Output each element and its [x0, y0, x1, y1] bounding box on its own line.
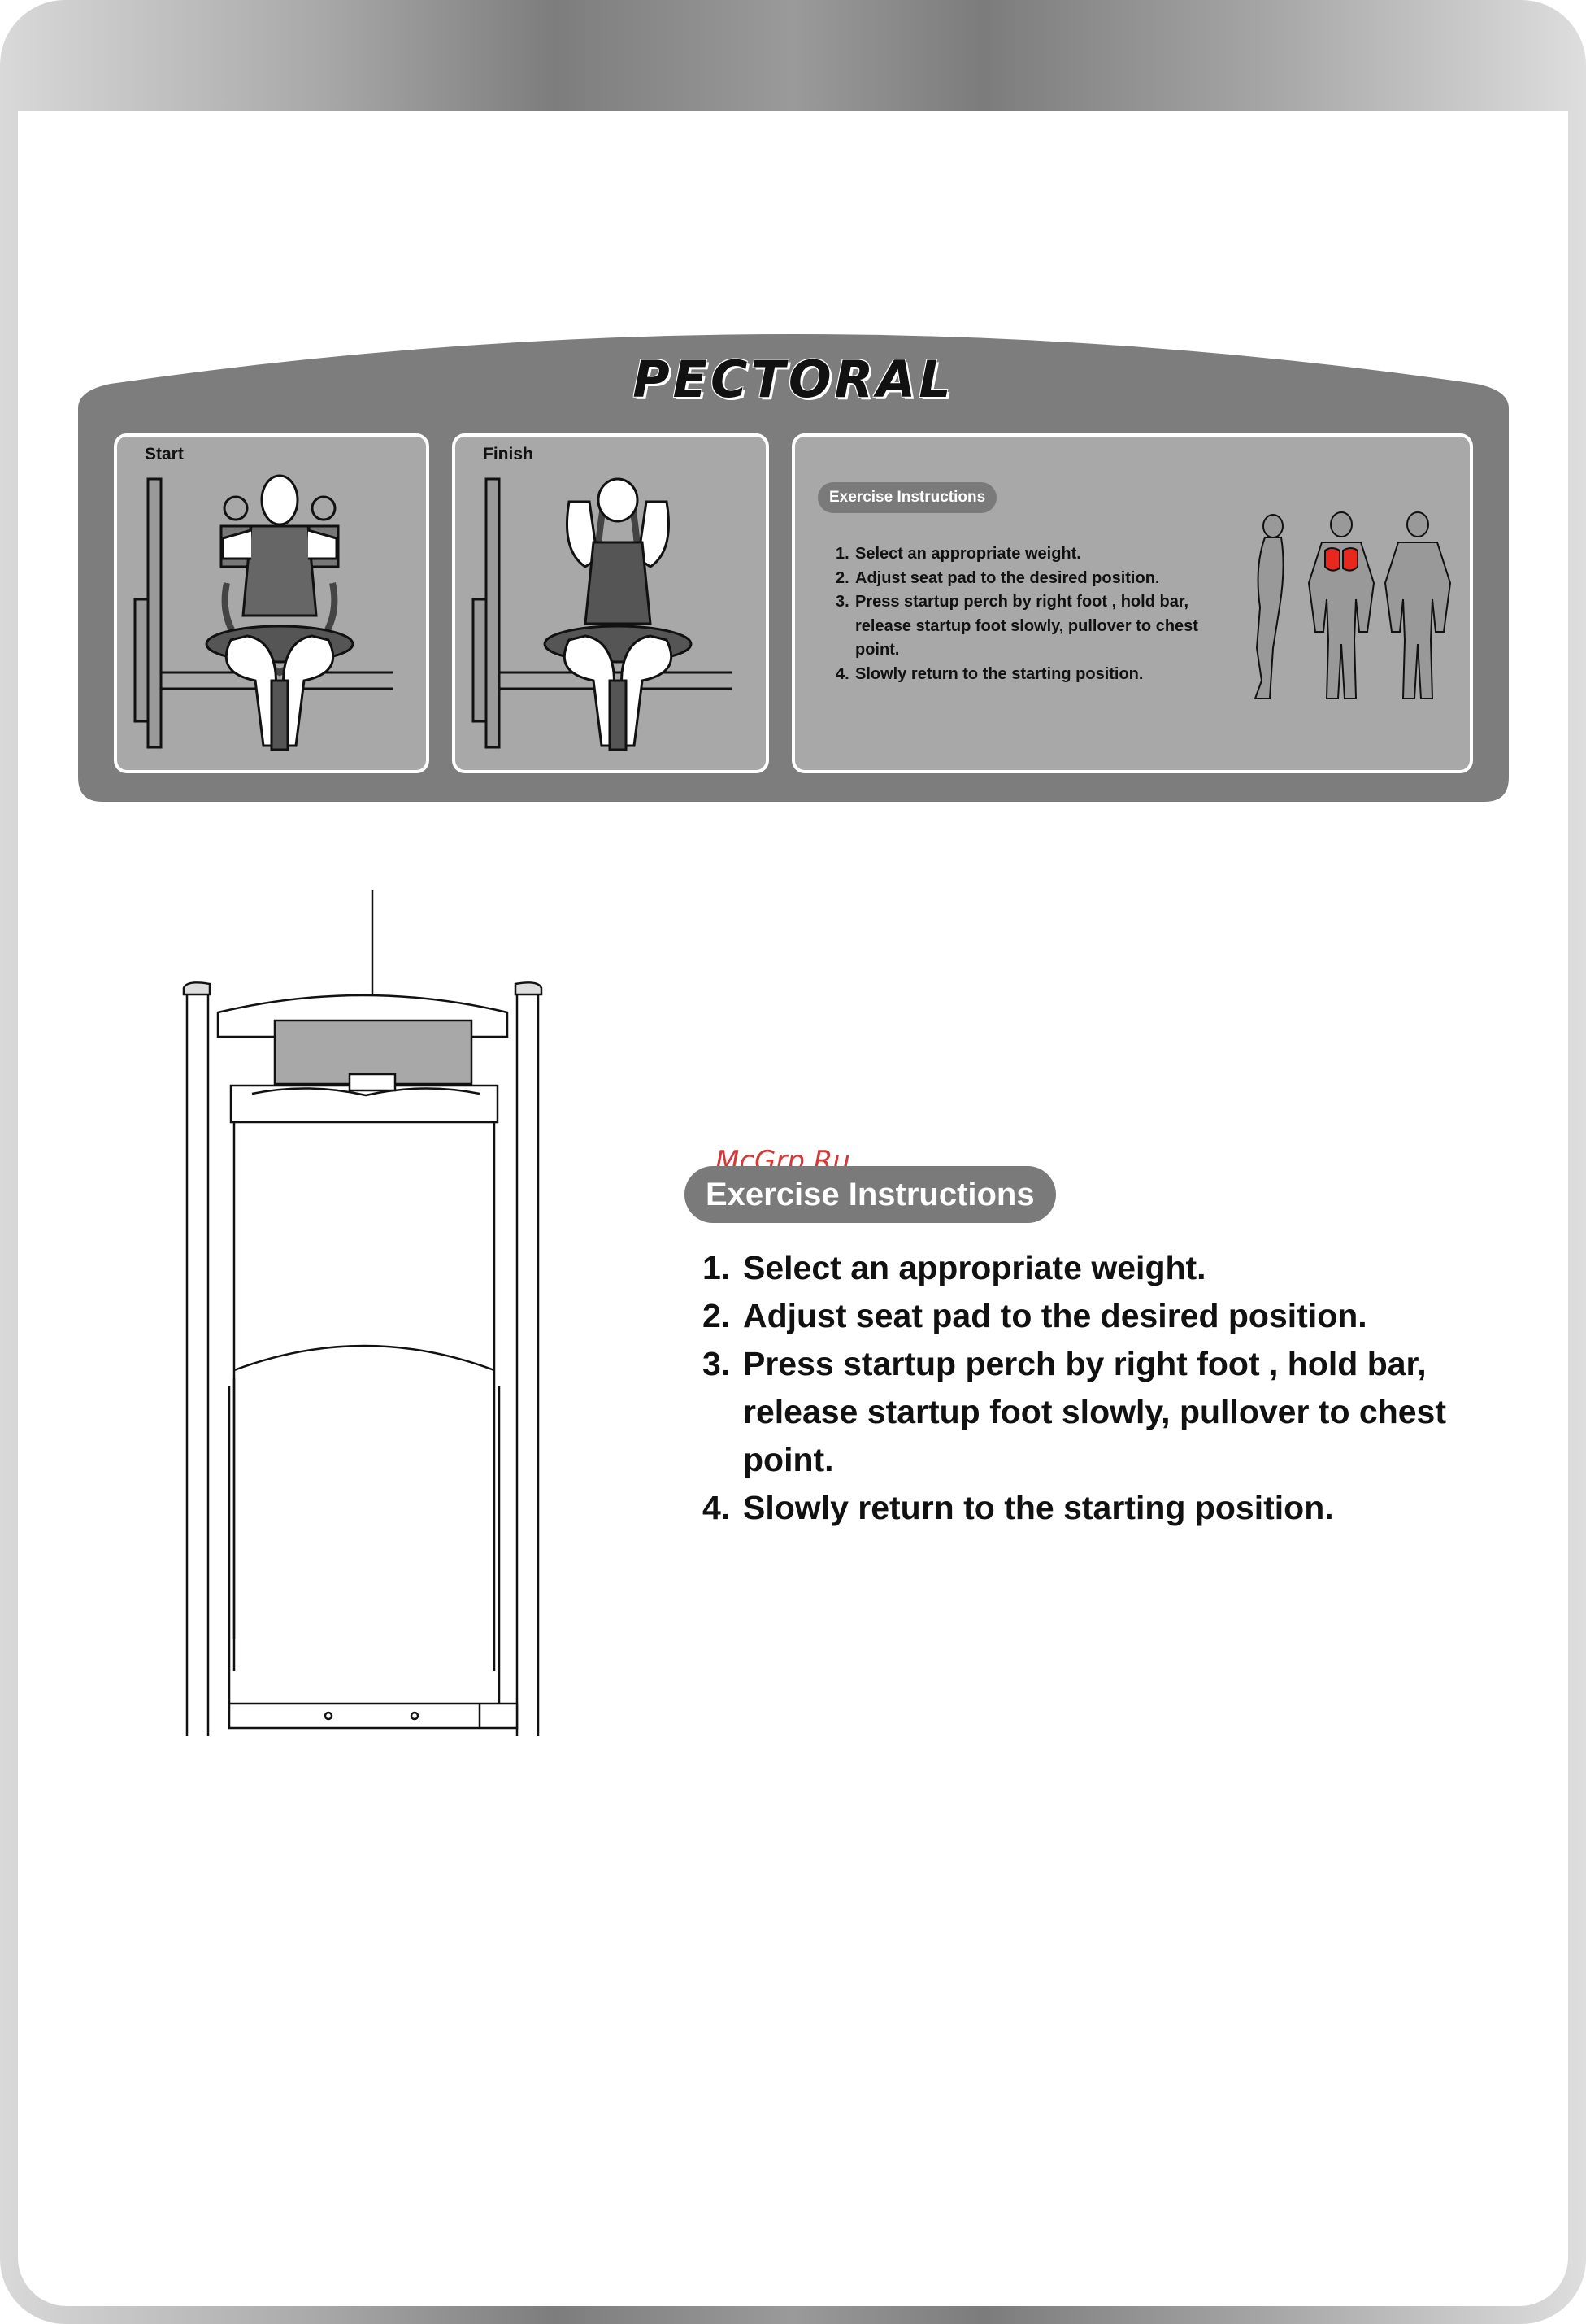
list-item: 4.Slowly return to the starting position…	[836, 664, 1144, 683]
left-upright	[185, 990, 210, 1736]
list-item: 1.Select an appropriate weight.	[836, 545, 1081, 563]
machine-front-view-diagram	[182, 890, 543, 1736]
list-item: 2.Adjust seat pad to the desired positio…	[836, 568, 1160, 587]
list-item: 1.Select an appropriate weight.	[702, 1249, 1206, 1286]
instructions-panel: Exercise Instructions 1.Select an approp…	[792, 433, 1473, 773]
start-panel: Start	[114, 433, 429, 773]
mini-instructions-heading: Exercise Instructions	[818, 482, 997, 513]
base-plate	[228, 1702, 519, 1730]
list-item: 3.Press startup perch by right foot , ho…	[702, 1345, 1447, 1478]
start-label: Start	[145, 445, 184, 463]
instructions-list: 1.Select an appropriate weight. 2.Adjust…	[702, 1244, 1515, 1532]
weight-stack-top	[233, 1344, 495, 1372]
right-upright	[515, 990, 540, 1736]
muscle-figure-side-icon	[1254, 514, 1284, 699]
list-item: 3.Press startup perch by right foot , ho…	[836, 593, 1198, 659]
mini-instructions-list: 1.Select an appropriate weight. 2.Adjust…	[836, 542, 1213, 686]
pectoral-placard: PECTORAL Start	[78, 317, 1509, 805]
instructions-heading: Exercise Instructions	[684, 1166, 1056, 1223]
finish-panel: Finish	[452, 433, 769, 773]
list-item: 2.Adjust seat pad to the desired positio…	[702, 1297, 1367, 1334]
start-position-illustration	[133, 474, 393, 751]
list-item: 4.Slowly return to the starting position…	[702, 1489, 1334, 1526]
muscle-figure-front-icon	[1307, 511, 1375, 699]
finish-position-illustration	[471, 477, 732, 751]
finish-label: Finish	[483, 445, 533, 463]
muscle-figure-back-icon	[1384, 511, 1452, 699]
placard-title: PECTORAL	[632, 350, 954, 409]
muscle-figures	[1254, 511, 1452, 699]
top-crossbar	[229, 1084, 499, 1124]
